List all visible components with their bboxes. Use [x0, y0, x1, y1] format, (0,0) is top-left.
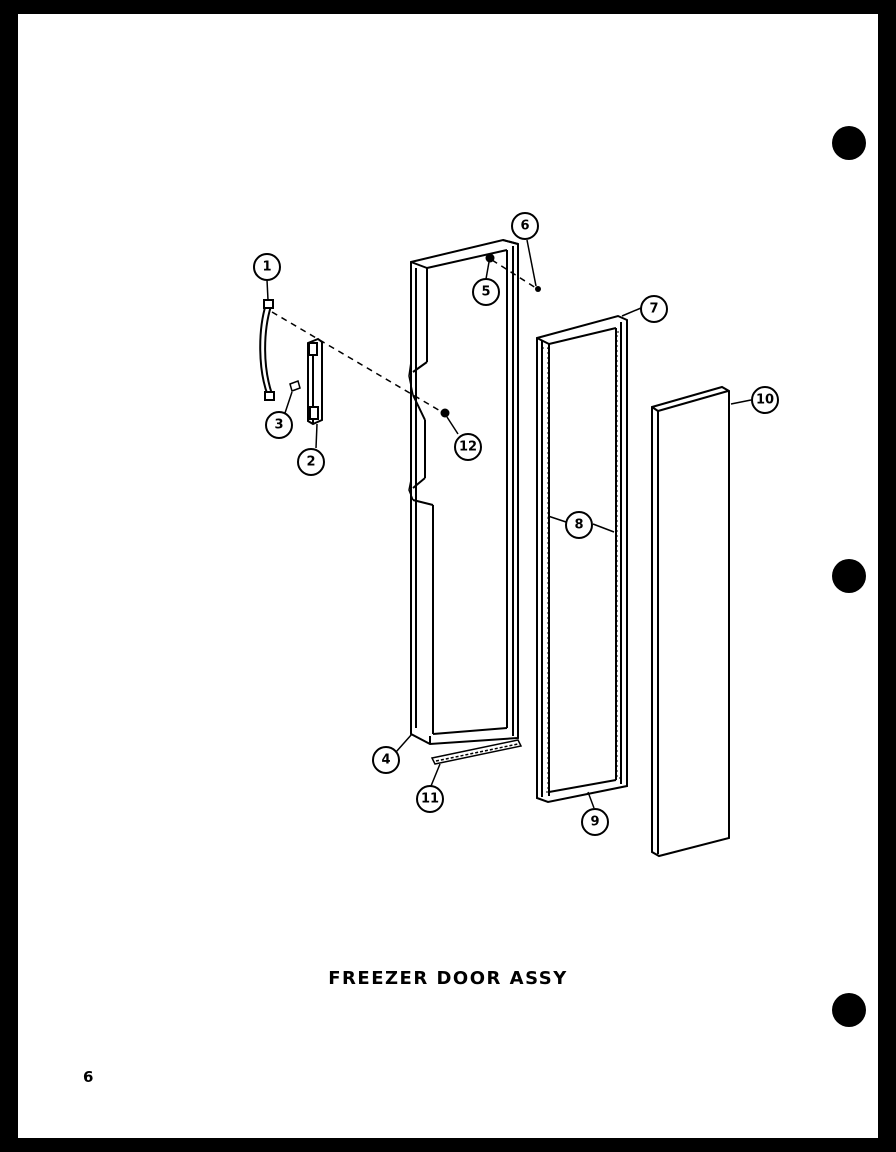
callout-label: 1	[262, 260, 271, 275]
door-frame-part	[410, 238, 519, 746]
binder-hole-bottom	[832, 993, 866, 1027]
handle-part	[259, 299, 275, 401]
callout-label: 4	[381, 753, 390, 768]
callout-label: 5	[481, 285, 490, 300]
callout-7: 7	[640, 295, 668, 323]
callout-12: 12	[454, 433, 482, 461]
callout-label: 3	[274, 418, 283, 433]
clip-part	[289, 380, 301, 392]
door-panel-part	[651, 385, 730, 858]
callout-4: 4	[372, 746, 400, 774]
gasket-right-texture	[616, 331, 622, 779]
door-frame-notch-detail	[408, 361, 414, 396]
callout-6: 6	[511, 212, 539, 240]
diagram-caption: FREEZER DOOR ASSY	[328, 968, 568, 989]
plug-part	[440, 408, 450, 418]
leader-lines	[266, 239, 752, 809]
assembly-lines	[271, 259, 537, 413]
callout-label: 10	[756, 393, 774, 408]
page-number: 6	[83, 1068, 94, 1086]
callout-8: 8	[565, 511, 593, 539]
callout-label: 2	[306, 455, 315, 470]
callout-label: 9	[590, 815, 599, 830]
screw-part	[535, 286, 541, 292]
binder-hole-middle	[832, 559, 866, 593]
callout-label: 6	[520, 219, 529, 234]
binder-hole-top	[832, 126, 866, 160]
gasket-frame-part	[536, 314, 628, 804]
callout-1: 1	[253, 253, 281, 281]
callout-3: 3	[265, 411, 293, 439]
callout-label: 8	[574, 518, 583, 533]
callout-label: 12	[459, 440, 477, 455]
callout-label: 11	[421, 792, 439, 807]
bottom-strip-part	[430, 739, 523, 765]
callout-label: 7	[649, 302, 658, 317]
callout-5: 5	[472, 278, 500, 306]
callout-2: 2	[297, 448, 325, 476]
callout-10: 10	[751, 386, 779, 414]
handle-bracket-part	[307, 337, 323, 426]
callout-11: 11	[416, 785, 444, 813]
door-frame-notch-detail-lower	[408, 479, 414, 501]
callout-9: 9	[581, 808, 609, 836]
